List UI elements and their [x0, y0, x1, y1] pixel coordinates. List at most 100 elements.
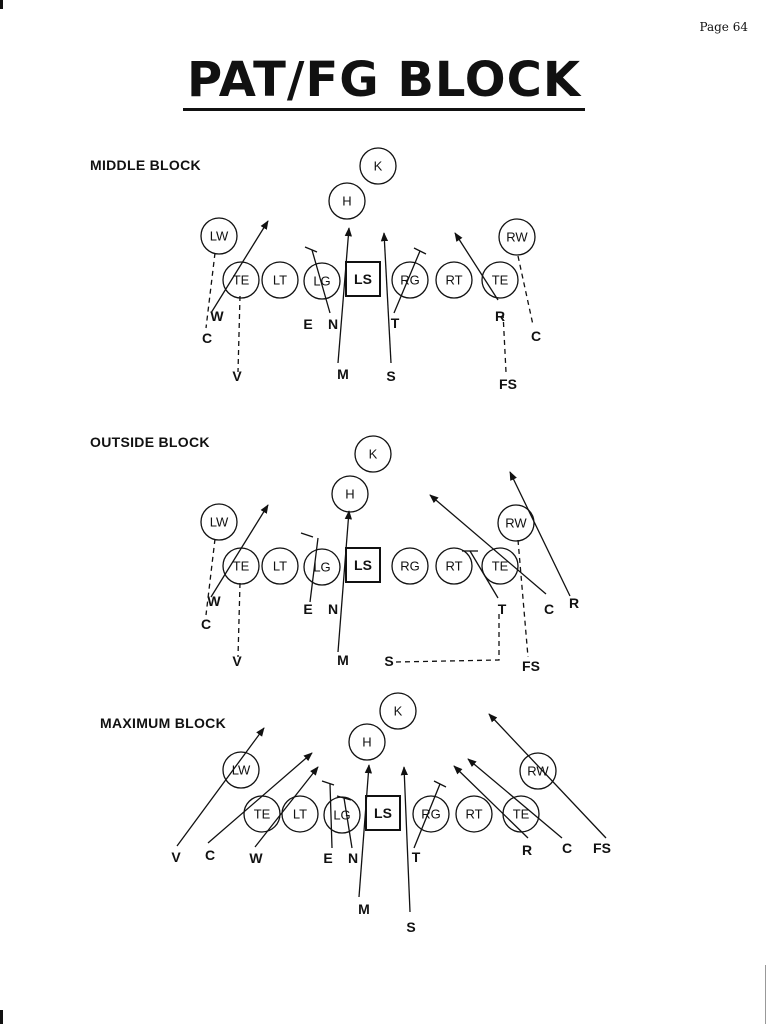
defender-m: M [358, 901, 370, 917]
label-te-left: TE [254, 807, 271, 822]
section-label-outside-block: OUTSIDE BLOCK [90, 434, 210, 450]
maximum-defenders: V C W E N T M S R C FS [171, 840, 611, 935]
route-te-drop [237, 582, 241, 658]
defender-fs: FS [593, 840, 611, 856]
label-ls: LS [354, 557, 372, 573]
player-k [359, 147, 397, 185]
defender-w: W [210, 308, 224, 324]
player-ls [345, 261, 381, 297]
maximum-routes [176, 713, 607, 913]
label-rg: RG [400, 559, 420, 574]
label-h: H [362, 735, 371, 750]
route-t-block-cap [433, 780, 447, 788]
defender-s: S [384, 653, 393, 669]
player-lw [200, 503, 238, 541]
defender-n: N [328, 601, 338, 617]
defender-c-right: C [562, 840, 572, 856]
label-k: K [374, 159, 383, 174]
label-rt: RT [445, 559, 462, 574]
outside-defenders: W C V E N M S T C R FS [201, 593, 579, 674]
label-rt: RT [445, 273, 462, 288]
route-m-rush [337, 227, 352, 364]
player-te-right [502, 795, 540, 833]
label-te-left: TE [233, 559, 250, 574]
player-rt [435, 547, 473, 585]
route-e-block-cap [321, 780, 335, 786]
route-v-rush [176, 727, 265, 847]
defender-m: M [337, 652, 349, 668]
defender-c-left: C [201, 616, 211, 632]
defender-r: R [495, 308, 505, 324]
section-label-middle-block: MIDDLE BLOCK [90, 157, 201, 173]
defender-e: E [303, 316, 312, 332]
middle-routes [205, 220, 534, 373]
route-rw-drop [517, 255, 534, 326]
defender-c-left: C [205, 847, 215, 863]
player-lt [281, 795, 319, 833]
page-number: Page 64 [699, 20, 748, 34]
player-rt [435, 261, 473, 299]
defender-v: V [232, 653, 242, 669]
maximum-players [222, 692, 557, 834]
outside-block-diagram: K H LW RW TE LT LG LS RG RT TE W C V E N… [200, 435, 579, 674]
outside-players [200, 435, 535, 586]
route-t-block [413, 783, 441, 849]
scan-edge-mark-top [0, 0, 3, 9]
middle-defenders: W C V E N M T S R C FS [202, 308, 541, 392]
label-rw: RW [527, 764, 549, 779]
route-t-block-cap [413, 247, 427, 255]
player-lg [303, 262, 341, 300]
player-h [331, 475, 369, 513]
defender-fs: FS [522, 658, 540, 674]
defender-v: V [232, 368, 242, 384]
player-ls [365, 795, 401, 831]
outside-routes [205, 471, 571, 663]
label-ls: LS [374, 805, 392, 821]
middle-block-diagram: K H LW RW TE LT LG LS RG RT TE W C V E N… [200, 147, 541, 392]
player-lt [261, 547, 299, 585]
route-lw-drop [205, 538, 216, 616]
defender-c-left: C [202, 330, 212, 346]
label-lw: LW [210, 515, 229, 530]
route-s-rush [380, 232, 392, 364]
player-k [379, 692, 417, 730]
defender-m: M [337, 366, 349, 382]
player-te-left [222, 547, 260, 585]
route-m-rush [337, 510, 352, 653]
route-fs-drop [502, 312, 507, 373]
route-c-right-rush [467, 758, 563, 839]
player-te-right [481, 547, 519, 585]
defender-r: R [569, 595, 579, 611]
defender-t: T [412, 849, 421, 865]
page-title-text: PAT/FG BLOCK [182, 52, 586, 111]
label-lw: LW [232, 763, 251, 778]
label-rg: RG [421, 807, 441, 822]
route-s-fill [395, 612, 500, 663]
route-e-block-cap [300, 532, 314, 538]
label-lg: LG [313, 274, 330, 289]
defender-e: E [303, 601, 312, 617]
route-e-block [309, 537, 319, 603]
route-e-block-cap [304, 246, 318, 253]
label-lt: LT [273, 559, 287, 574]
label-rw: RW [505, 516, 527, 531]
route-w-rush [210, 220, 269, 314]
defender-w: W [249, 850, 263, 866]
player-rw [497, 504, 535, 542]
route-n-block [343, 797, 353, 849]
label-lw: LW [210, 229, 229, 244]
player-te-left [243, 795, 281, 833]
route-w-rush [210, 504, 269, 598]
defender-n: N [348, 850, 358, 866]
label-lg: LG [333, 808, 350, 823]
defender-t: T [498, 601, 507, 617]
label-rw: RW [506, 230, 528, 245]
scan-edge-mark-bottom [0, 1010, 3, 1024]
route-e-block [311, 249, 331, 314]
defender-c-right: C [544, 601, 554, 617]
defender-t: T [391, 315, 400, 331]
route-r-rush [509, 471, 571, 597]
middle-players [200, 147, 536, 300]
route-s-rush [400, 766, 411, 913]
route-lw-drop [205, 252, 216, 329]
